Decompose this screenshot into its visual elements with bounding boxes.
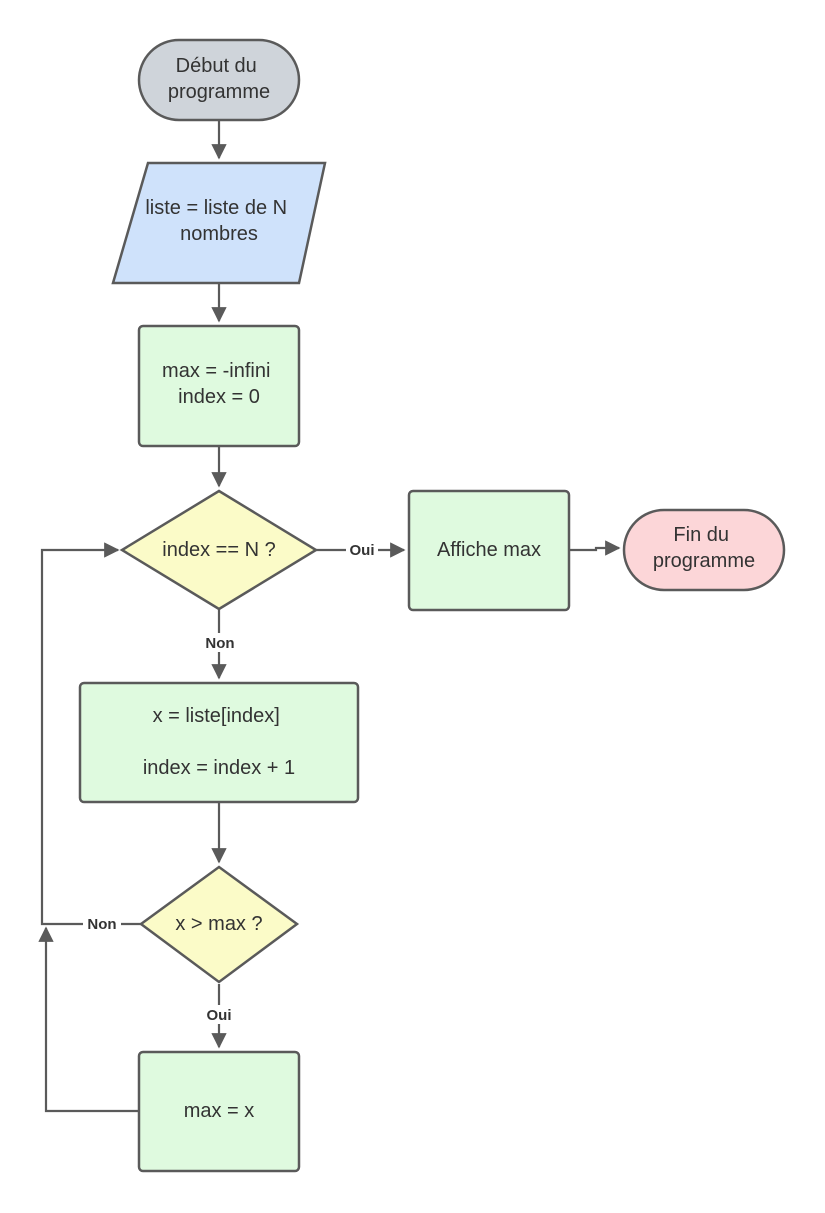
input-line-2: nombres xyxy=(180,223,258,245)
display-process-box: Affiche max xyxy=(407,489,571,612)
update-line-1: max = x xyxy=(184,1100,255,1122)
start-line-2: programme xyxy=(168,81,270,103)
edge-display-to-end xyxy=(570,540,621,556)
svg-text:Oui: Oui xyxy=(350,542,375,559)
init-process-box: max = -infini index = 0 xyxy=(137,324,301,448)
svg-text:Oui: Oui xyxy=(207,1007,232,1024)
svg-text:Non: Non xyxy=(87,916,116,933)
step-line-2: index = index + 1 xyxy=(143,757,295,779)
svg-text:index == N ?: index == N ? xyxy=(162,539,275,561)
loop-check-decision: index == N ? xyxy=(119,489,319,611)
svg-text:max = x: max = x xyxy=(184,1100,255,1122)
svg-text:Affiche max: Affiche max xyxy=(437,539,541,561)
edge-label-loop-yes: Oui xyxy=(346,540,378,559)
start-terminal: Début du programme xyxy=(137,38,301,122)
update-process-box: max = x xyxy=(137,1050,301,1173)
init-line-2: index = 0 xyxy=(178,386,260,408)
svg-text:x > max ?: x > max ? xyxy=(175,913,262,935)
compare-line-1: x > max ? xyxy=(175,913,262,935)
end-line-2: programme xyxy=(653,550,755,572)
loop-check-line-1: index == N ? xyxy=(162,539,275,561)
input-line-1: liste = liste de N xyxy=(145,197,287,219)
end-terminal: Fin du programme xyxy=(622,508,786,592)
input-parallelogram: liste = liste de N nombres xyxy=(111,161,327,285)
start-line-1: Début du xyxy=(176,55,257,77)
svg-text:max = -infini index = 0: max = -infini index = 0 xyxy=(162,360,276,408)
svg-text:x = liste[index] index =: x = liste[index] index = index + 1 xyxy=(143,705,295,779)
init-line-1: max = -infini xyxy=(162,360,270,382)
svg-text:Fin du programme: Fin du programme xyxy=(653,524,755,572)
compare-decision: x > max ? xyxy=(138,865,300,984)
edge-label-loop-no: Non xyxy=(201,633,239,652)
end-line-1: Fin du xyxy=(673,524,729,546)
svg-text:liste = liste de N nombr: liste = liste de N nombres xyxy=(145,197,292,245)
step-process-box: x = liste[index] index = index + 1 xyxy=(78,681,360,804)
svg-text:Début du programme: Début du programme xyxy=(168,55,270,103)
step-line-1: x = liste[index] xyxy=(153,705,280,727)
svg-text:Non: Non xyxy=(205,635,234,652)
display-line-1: Affiche max xyxy=(437,539,541,561)
edge-label-compare-no: Non xyxy=(83,914,121,933)
edge-label-compare-yes: Oui xyxy=(203,1005,235,1024)
edge-update-to-loop-back xyxy=(38,926,139,1113)
